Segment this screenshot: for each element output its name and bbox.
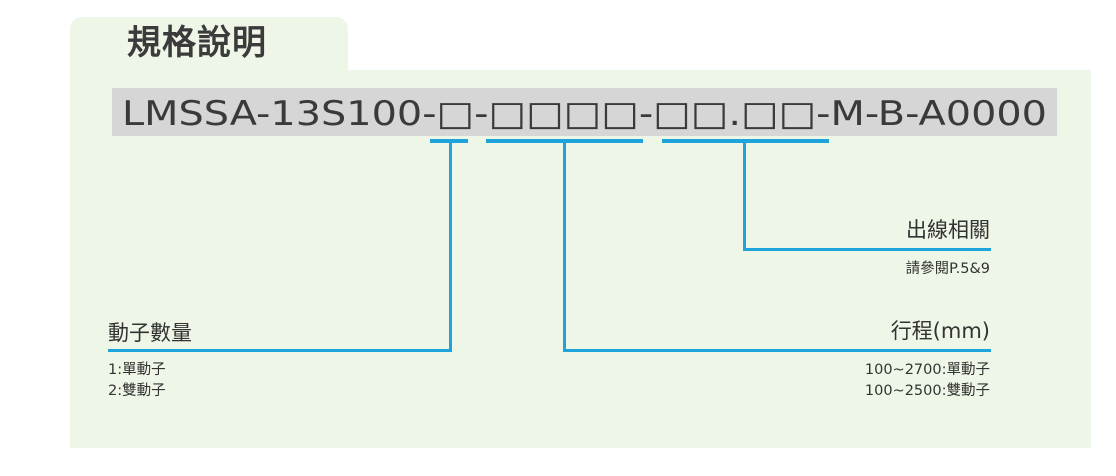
stroke-option-1: 100~2700:單動子 <box>864 362 990 378</box>
mover-leader-line <box>108 349 452 352</box>
model-code-bar: LMSSA-13S100-□-□□□□-□□.□□-M-B-A0000 <box>112 88 1057 136</box>
stroke-title: 行程(mm) <box>890 319 990 343</box>
cable-note: 請參閱P.5&9 <box>905 261 990 277</box>
model-code-svg: LMSSA-13S100-□-□□□□-□□.□□-M-B-A0000 <box>122 94 1047 134</box>
model-code: LMSSA-13S100-□-□□□□-□□.□□-M-B-A0000 <box>122 94 1047 134</box>
cable-connector-line <box>743 141 746 251</box>
stroke-option-2: 100~2500:雙動子 <box>864 383 990 399</box>
mover-connector-line <box>449 141 452 352</box>
stroke-connector-line <box>563 141 566 352</box>
title-tab <box>70 17 348 77</box>
mover-count-option-2: 2:雙動子 <box>108 383 166 399</box>
stroke-leader-line <box>563 349 991 352</box>
mover-count-option-1: 1:單動子 <box>108 362 166 378</box>
cable-leader-line <box>743 248 991 251</box>
section-title: 規格說明 <box>127 23 267 63</box>
cable-title: 出線相關 <box>906 218 990 242</box>
mover-count-title: 動子數量 <box>108 321 192 345</box>
